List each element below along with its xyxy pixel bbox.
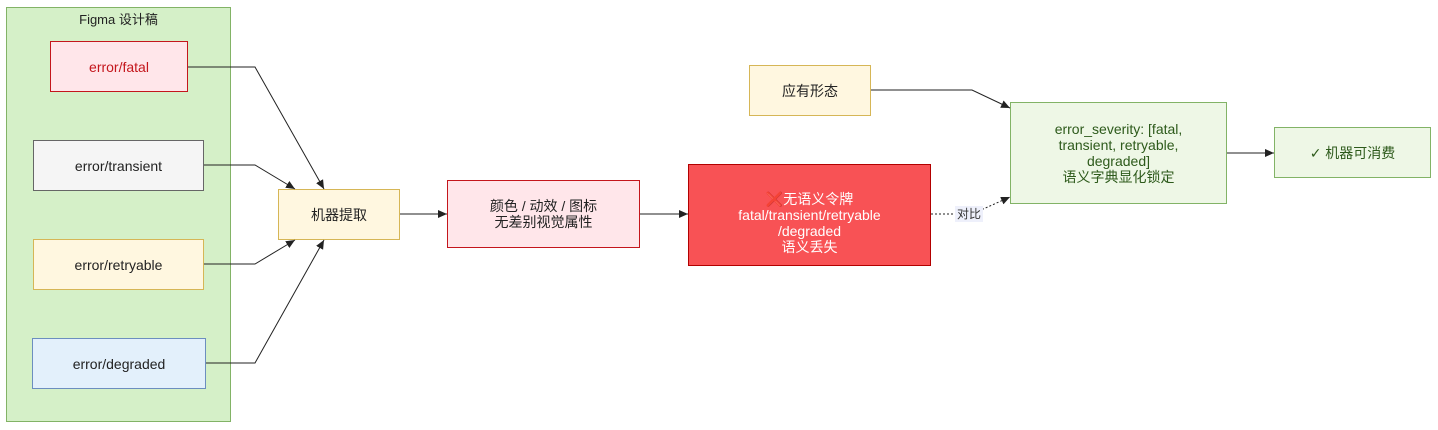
token-error-degraded[interactable]: error/degraded (32, 338, 206, 389)
cross-mark-icon: ❌ (765, 191, 784, 207)
figma-group-title: Figma 设计稿 (79, 12, 158, 27)
edge-transient-to-extract (204, 164, 296, 190)
visual-attributes-node[interactable]: 颜色 / 动效 / 图标 无差别视觉属性 (447, 180, 640, 248)
edge-desired-to-dictionary (871, 89, 1011, 109)
token-error-retryable[interactable]: error/retryable (33, 239, 204, 290)
compare-label: 对比 (955, 206, 984, 222)
semantic-loss-node[interactable]: ❌无语义令牌 fatal/transient/retryable /degrad… (688, 164, 931, 266)
machine-extract-node[interactable]: 机器提取 (278, 189, 400, 240)
semantic-dictionary-node[interactable]: error_severity: [fatal, transient, retry… (1010, 102, 1227, 204)
edge-retryable-to-extract (204, 239, 296, 265)
machine-consumable-node[interactable]: ✓ 机器可消费 (1274, 127, 1431, 178)
desired-form-node[interactable]: 应有形态 (749, 65, 871, 116)
edge-fatal-to-extract (188, 66, 325, 190)
semantic-loss-label: 无语义令牌 fatal/transient/retryable /degrade… (738, 191, 881, 255)
edge-degraded-to-extract (206, 239, 325, 364)
token-error-fatal[interactable]: error/fatal (50, 41, 188, 92)
token-error-transient[interactable]: error/transient (33, 140, 204, 191)
